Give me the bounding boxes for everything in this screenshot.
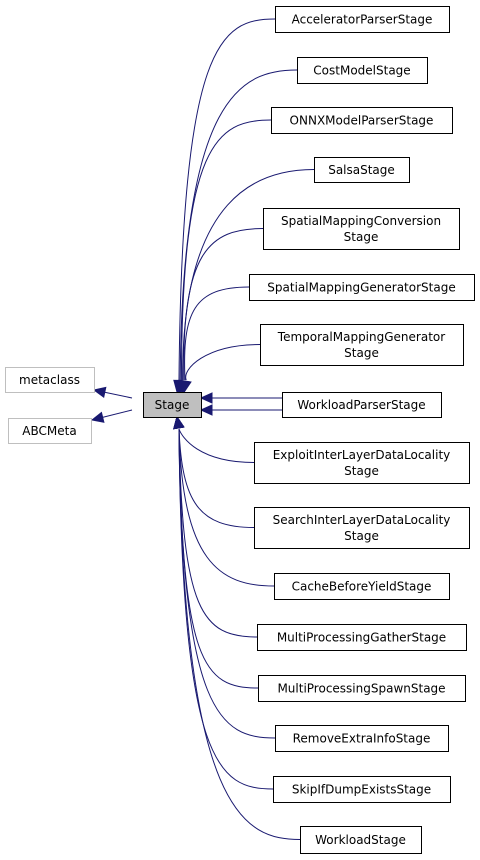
edge-cachebeforeyieldstage-to-stage [178,428,275,587]
node-cachebeforeyieldstage[interactable]: CacheBeforeYieldStage [274,573,450,600]
node-acceleratorparserstage[interactable]: AcceleratorParserStage [275,6,450,33]
node-label: WorkloadParserStage [297,398,425,412]
node-label: AcceleratorParserStage [292,13,433,27]
node-costmodelstage[interactable]: CostModelStage [297,57,428,84]
node-label: Stage [344,346,379,360]
edge-spatialmappinggeneratorstage-to-stage [184,286,250,381]
node-skipifdumpexistsstage[interactable]: SkipIfDumpExistsStage [273,776,451,803]
node-onnxmodelparserstage[interactable]: ONNXModelParserStage [271,107,453,134]
node-box [300,826,422,854]
node-box [254,507,470,549]
node-label: metaclass [19,373,80,387]
edge-temporalmappinggeneratorstage-to-stage [185,344,261,381]
node-label: SpatialMappingGeneratorStage [267,281,455,295]
node-box [260,324,464,366]
node-spatialmappinggeneratorstage[interactable]: SpatialMappingGeneratorStage [249,274,475,301]
node-box [274,573,450,600]
node-label: Stage [155,398,190,412]
node-workloadstage[interactable]: WorkloadStage [300,826,422,854]
node-label: SalsaStage [328,163,395,177]
edge-costmodelstage-to-stage [179,69,298,381]
node-box [273,776,451,803]
node-removeextrainfostage[interactable]: RemoveExtraInfoStage [275,725,449,752]
node-label: CacheBeforeYieldStage [292,580,432,594]
node-label: ExploitInterLayerDataLocality [273,448,451,462]
node-box [275,725,449,752]
node-label: SkipIfDumpExistsStage [292,783,431,797]
node-label: Stage [344,464,379,478]
edge-workloadstage-to-stage [178,428,301,840]
edges [90,18,315,840]
node-box [314,157,410,183]
node-label: TemporalMappingGenerator [277,330,445,344]
node-box [5,367,95,393]
node-box [8,418,92,444]
node-box [258,675,466,702]
node-label: ONNXModelParserStage [290,114,434,128]
edge-exploitinterlayerdatalocalitystage-to-stage [178,428,255,463]
arrow-workloadparserstage-b [199,404,213,416]
node-label: RemoveExtraInfoStage [293,732,431,746]
arrow-workloadparserstage-a [199,392,213,404]
node-box [297,57,428,84]
arrow-workloadstage [173,415,185,430]
node-label: Stage [344,529,379,543]
node-label: Stage [344,230,379,244]
node-label: SearchInterLayerDataLocality [273,513,451,527]
node-box [275,6,450,33]
node-label: CostModelStage [313,64,410,78]
edge-acceleratorparserstage-to-stage [178,18,276,381]
node-metaclass[interactable]: metaclass [5,367,95,393]
edge-onnxmodelparserstage-to-stage [180,119,272,381]
node-box [143,392,202,418]
node-label: SpatialMappingConversion [281,214,441,228]
arrow-abcmeta [90,411,105,423]
node-label: MultiProcessingSpawnStage [277,682,445,696]
edge-removeextrainfostage-to-stage [178,428,276,739]
node-label: WorkloadStage [315,833,406,847]
node-multiprocessinggatherstage[interactable]: MultiProcessingGatherStage [257,624,467,651]
edge-searchinterlayerdatalocalitystage-to-stage [178,428,255,528]
node-box [254,442,470,484]
node-box [257,624,467,651]
edge-multiprocessinggatherstage-to-stage [178,428,258,638]
node-multiprocessingspawnstage[interactable]: MultiProcessingSpawnStage [258,675,466,702]
node-workloadparserstage[interactable]: WorkloadParserStage [282,392,442,418]
arrow-metaclass [92,386,107,399]
node-box [249,274,475,301]
node-label: ABCMeta [22,424,76,438]
node-box [271,107,453,134]
node-stage[interactable]: Stage [143,392,202,418]
node-box [263,208,460,250]
node-abcmeta[interactable]: ABCMeta [8,418,92,444]
edge-spatialmappingconversionstage-to-stage [183,228,264,381]
arrow-temporalmappinggeneratorstage [180,379,192,394]
node-box [282,392,442,418]
node-salsastage[interactable]: SalsaStage [314,157,410,183]
node-label: MultiProcessingGatherStage [277,631,446,645]
